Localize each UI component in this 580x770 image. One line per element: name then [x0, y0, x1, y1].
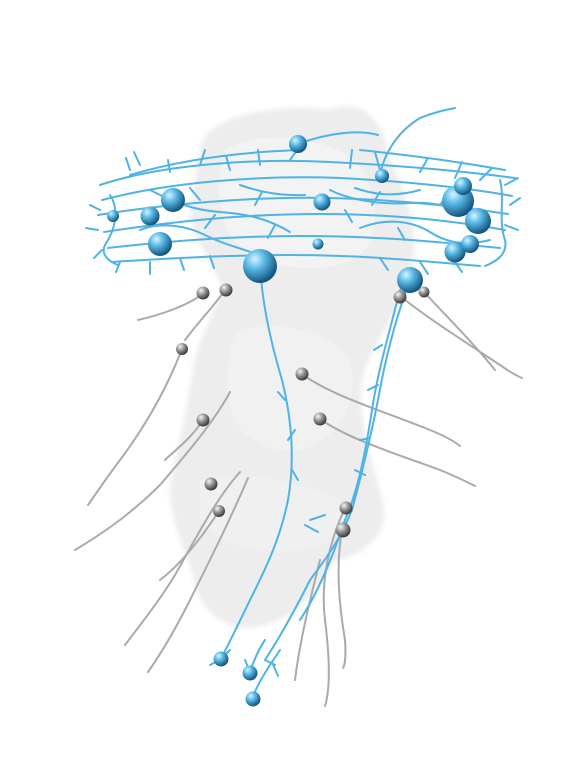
blue-soma: [245, 691, 261, 707]
gray-neuron-arbors: [74, 289, 523, 707]
blue-neuron-arbors: [85, 107, 521, 700]
blue-soma: [454, 177, 472, 195]
blue-soma: [375, 169, 389, 183]
blue-soma: [243, 249, 277, 283]
blue-soma: [313, 193, 331, 211]
blue-soma: [140, 206, 160, 226]
brain-volume: [171, 107, 414, 627]
gray-soma: [393, 290, 407, 304]
blue-somata: [107, 135, 491, 707]
blue-soma: [465, 208, 491, 234]
gray-soma: [339, 501, 353, 515]
gray-soma: [176, 343, 188, 355]
blue-soma: [242, 665, 258, 681]
gray-soma: [313, 412, 327, 426]
blue-soma: [107, 210, 119, 222]
blue-soma: [397, 267, 423, 293]
gray-soma: [196, 286, 210, 300]
gray-somata: [176, 283, 430, 538]
blue-soma: [461, 235, 479, 253]
blue-soma: [312, 238, 324, 250]
blue-soma: [161, 188, 185, 212]
blue-soma: [148, 232, 172, 256]
blue-soma: [444, 241, 466, 263]
blue-soma: [289, 135, 307, 153]
gray-soma: [295, 367, 309, 381]
gray-soma: [335, 522, 351, 538]
blue-soma: [213, 651, 229, 667]
gray-soma: [196, 413, 210, 427]
gray-soma: [213, 505, 225, 517]
gray-soma: [204, 477, 218, 491]
gray-soma: [219, 283, 233, 297]
gray-soma: [418, 286, 430, 298]
